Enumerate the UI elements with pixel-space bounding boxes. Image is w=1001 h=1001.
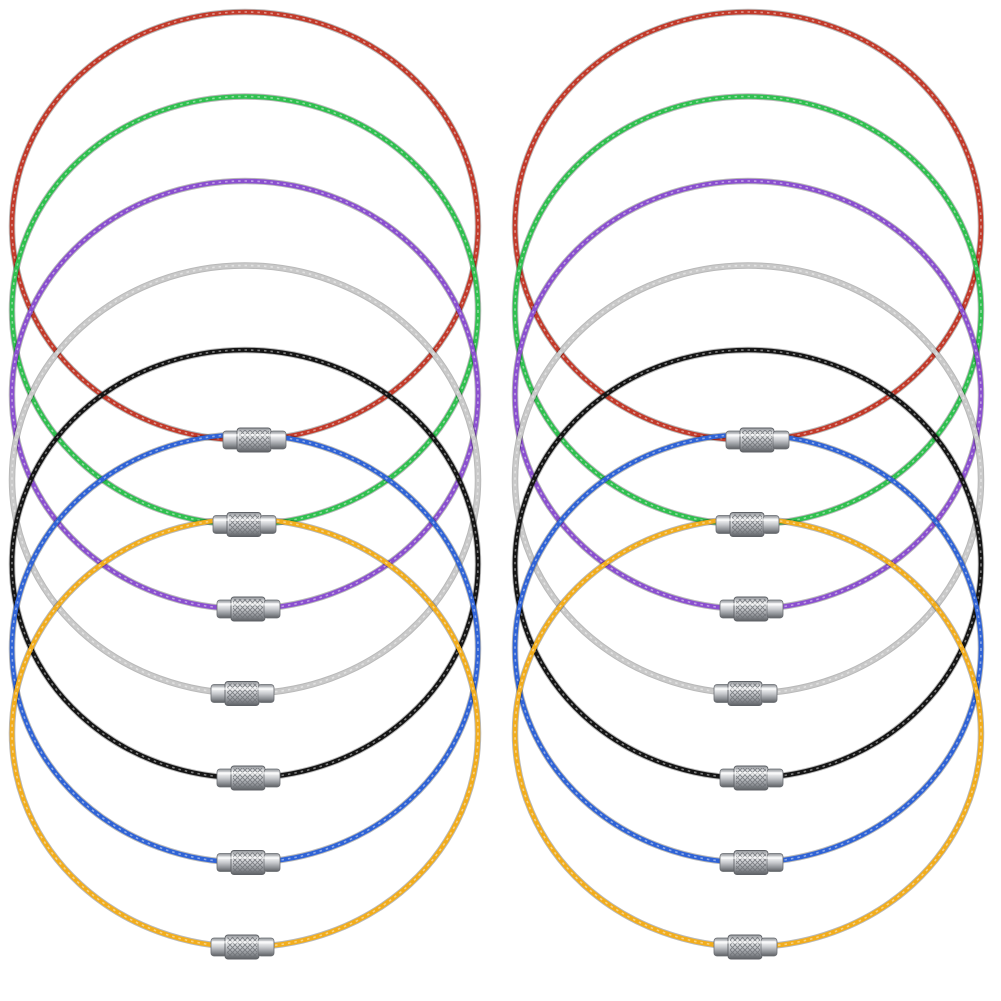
clasp-black-left — [216, 765, 281, 791]
clasp-silver-right — [713, 681, 778, 706]
ring-stack-left-clasps — [210, 427, 287, 960]
clasp-purple-left — [216, 596, 281, 622]
clasp-silver-left — [210, 681, 275, 706]
ring-stack-right-clasps — [713, 427, 790, 960]
clasp-blue-left — [216, 850, 281, 875]
clasp-purple-right — [719, 596, 784, 622]
clasp-yellow-left — [210, 934, 275, 960]
clasp-black-right — [719, 765, 784, 791]
clasp-red-right — [725, 427, 790, 453]
ring-stack-right — [511, 8, 985, 960]
clasp-red-left — [222, 427, 287, 453]
clasp-green-right — [715, 512, 780, 537]
clasp-yellow-right — [713, 934, 778, 960]
clasp-green-left — [212, 512, 277, 537]
clasp-blue-right — [719, 850, 784, 875]
ring-stack-left — [8, 8, 482, 960]
ring-stacks — [8, 8, 985, 960]
